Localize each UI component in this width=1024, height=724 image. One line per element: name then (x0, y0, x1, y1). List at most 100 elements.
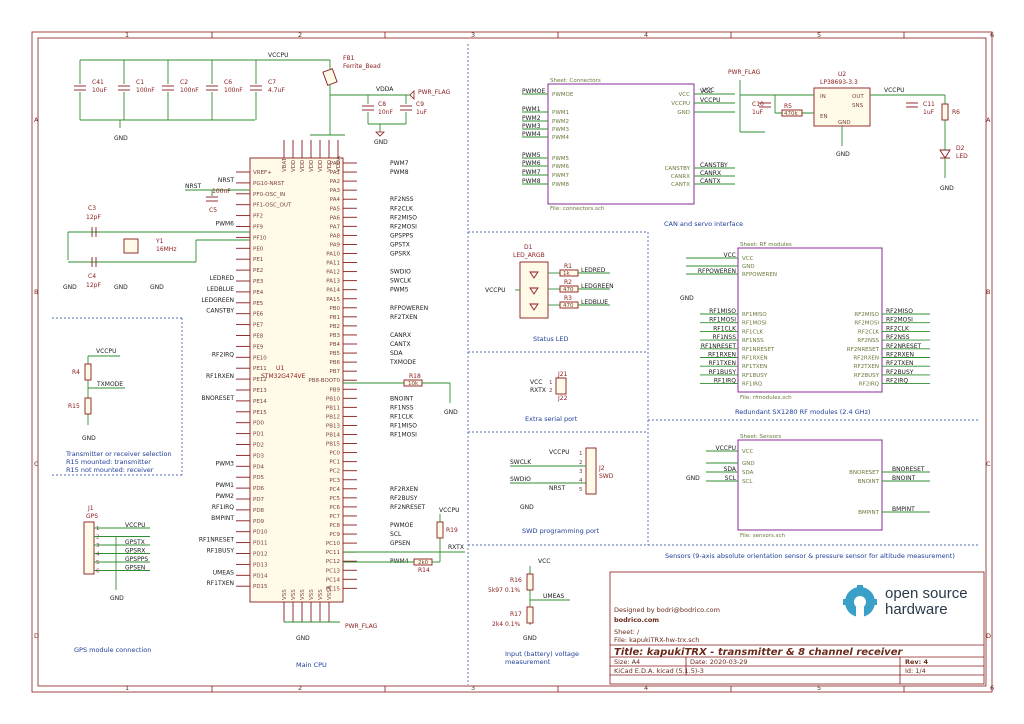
rf-net-right-rf2clk: RF2CLK (886, 325, 910, 332)
gnd-label-u2: GND (836, 151, 850, 158)
r15-ref: R15 (68, 403, 80, 410)
j2-value: SWD (599, 473, 614, 480)
c4-ref: C4 (88, 273, 96, 280)
cpu-pin-pe5: PE5 (253, 301, 264, 307)
regulator: U2 LP38693-3.3 IN EN OUT SNS GND R5 470k… (702, 69, 968, 192)
gnd-label-sensors: GND (686, 475, 700, 482)
cpu-pin-pb1: PB1 (329, 315, 340, 321)
conn-pin-right-vcc: VCC (679, 92, 691, 98)
cpu-pin-pb14: PB14 (326, 433, 341, 439)
cpu-net-rf1miso: RF1MISO (390, 422, 417, 429)
cpu-net-pwm2: PWM2 (215, 493, 234, 500)
cpu-pin-pe12: PE12 (253, 377, 267, 383)
gps-net-gpsrx: GPSRX (125, 548, 145, 555)
cpu-pin-pd9: PD9 (253, 519, 265, 525)
d1-value: LED_ARGB (513, 252, 545, 259)
cpu-pin-pc6: PC6 (329, 505, 340, 511)
boot-resistor: R18 10k GND (343, 373, 458, 416)
c8-ref: C8 (378, 101, 386, 108)
cpu-net-ledgreen: LEDGREEN (201, 297, 234, 304)
conn-pin-pwm5: PWM5 (552, 156, 570, 162)
rf-net-rf1mosi: RF1MOSI (709, 317, 736, 324)
conn-pin-pwm7: PWM7 (552, 173, 570, 179)
cpu-pin-pb12: PB12 (326, 414, 340, 420)
j22-ref: J22 (557, 395, 568, 402)
cpu-net-gpspps: GPSPPS (390, 232, 413, 239)
cpu-pin-pa13: PA13 (326, 279, 340, 285)
connectors-sheet-file: File: connectors.sch (550, 206, 605, 212)
cpu-net-rf1clk: RF1CLK (390, 413, 414, 420)
gps-pin-1: 1 (96, 526, 100, 532)
tb-website: bodrico.com (614, 616, 659, 624)
swd-pin-5: 5 (579, 487, 583, 493)
conn-net-pwm4: PWM4 (522, 131, 541, 138)
c9-ref: C9 (416, 101, 424, 108)
tb-date: Date: 2020-03-29 (690, 658, 748, 666)
tb-designed-by: Designed by bodri@bodrico.com (614, 606, 720, 614)
vdda-pwr-flag: PWR_FLAG (418, 89, 451, 96)
cpu-pin-pa15: PA15 (326, 297, 340, 303)
mode-select: VCCPU R4 R15 TXMODE GND Transmitter or r… (65, 348, 172, 474)
crystal-osc: C3 12pF C4 12pF Y1 16MHz GND GND GND (63, 205, 250, 291)
gps-pin-3: 3 (96, 543, 100, 549)
cpu-pin-pe15: PE15 (253, 410, 267, 416)
conn-pin-pwm2: PWM2 (552, 119, 569, 125)
cpu-pin-pc8: PC8 (329, 523, 340, 529)
rf-net-rfpoweren: RFPOWEREN (698, 268, 736, 275)
cpu-pin-pd6: PD6 (253, 486, 265, 492)
cpu-pin-pb5: PB5 (329, 351, 340, 357)
cpu-pin-pe6: PE6 (253, 312, 264, 318)
cpu-pin-pa12: PA12 (326, 270, 340, 276)
rf-net-rf1miso: RF1MISO (709, 308, 736, 315)
cpu-net-umeas: UMEAS (213, 569, 234, 576)
cpu-pin-pc14: PC14 (326, 577, 341, 583)
cpu-pin-pe1: PE1 (253, 257, 263, 263)
cpu-power-pin-1: VDD (291, 160, 297, 172)
gps-net-gpsen: GPSEN (125, 565, 145, 572)
cpu-pin-pa5: PA5 (330, 206, 341, 212)
sensor-pin-vcc: VCC (742, 449, 754, 455)
gnd-label-rf: GND (680, 295, 694, 302)
ferrite-bead: FB1 Ferrite_Bead VDDA PWR_FLAG (322, 55, 451, 100)
connectors-caption: CAN and servo interface (664, 220, 743, 228)
swd-pin-1: 1 (579, 451, 583, 457)
cpu-gnd-pin-0: VSS (282, 589, 288, 600)
vmeas-vcc: VCC (538, 558, 550, 565)
cpu-net-rf2nreset: RF2NRESET (390, 504, 425, 511)
cpu-pin-pe4: PE4 (253, 290, 264, 296)
rf-pin-right-rf2irq: RF2IRQ (859, 382, 880, 388)
conn-net-right-canstby: CANSTBY (700, 162, 728, 169)
cpu-pin-pa8: PA8 (330, 233, 341, 239)
c11-ref: C11 (923, 101, 935, 108)
conn-net-pwm7: PWM7 (522, 169, 541, 176)
row-label-right-B: B (986, 288, 990, 296)
col-label-bottom-3: 3 (471, 684, 475, 692)
cpu-ref: U1 (276, 365, 284, 372)
led-res-value-2: 470 (563, 303, 574, 309)
conn-net-pwm2: PWM2 (522, 115, 541, 122)
cpu-pin-pe3: PE3 (253, 279, 264, 285)
r17-ref: R17 (510, 611, 522, 618)
rf-net-right-rf2mosi: RF2MOSI (886, 317, 913, 324)
y1-value: 16MHz (156, 246, 176, 253)
cpu-net-rf1nss: RF1NSS (390, 404, 414, 411)
rf-pin-rf1nss: RF1NSS (742, 338, 764, 344)
r16-ref: R16 (510, 577, 522, 584)
conn-net-right-vcc: VCC (700, 88, 712, 95)
cpu-pin-pc1: PC1 (329, 460, 340, 466)
rf-net-rf1nss: RF1NSS (712, 334, 736, 341)
cpu-net-bnoint: BNOINT (390, 395, 414, 402)
cap-ref-c41: C41 (92, 79, 104, 86)
rf-pin-rfpoweren: RFPOWEREN (742, 272, 777, 278)
cpu-pin-pc13: PC13 (326, 568, 341, 574)
cpu-pin-pa9: PA9 (330, 242, 341, 248)
cpu-pin-pb11: PB11 (326, 405, 340, 411)
ferrite-value: Ferrite_Bead (343, 63, 381, 70)
cpu-pin-pa2: PA2 (330, 179, 340, 185)
j1-ref: J1 (87, 505, 94, 512)
conn-net-right-canrx: CANRX (700, 170, 721, 177)
sensor-net-right-bnoreset: BNORESET (892, 466, 925, 473)
cpu-pin-pa7: PA7 (330, 224, 341, 230)
mode-net: TXMODE (96, 381, 123, 388)
gnd-label-mode: GND (82, 435, 96, 442)
